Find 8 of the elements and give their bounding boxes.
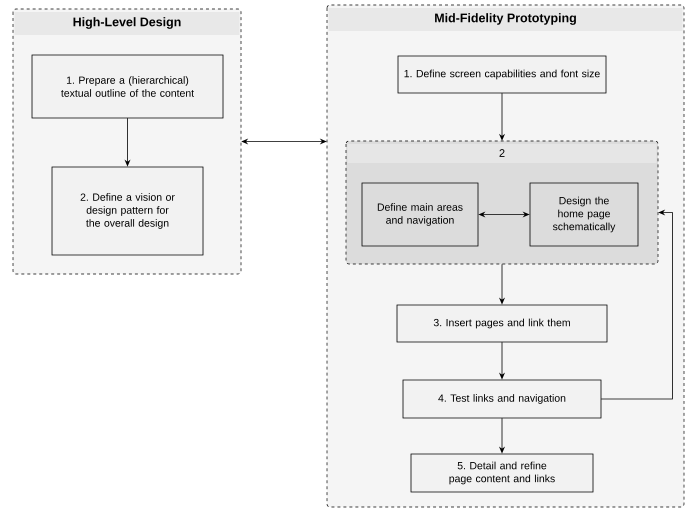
step-box: 4. Test links and navigation — [402, 380, 602, 418]
step-box: Design the home page schematically — [530, 182, 638, 246]
step-box: 5. Detail and refine page content and links — [410, 454, 594, 492]
step-box: 1. Prepare a (hierarchical) textual outline of the content — [32, 54, 224, 118]
step-box: 3. Insert pages and link them — [396, 304, 608, 342]
step-box: 1. Define screen capabilities and font size — [398, 56, 606, 94]
step-box: 2. Define a vision or design pattern for the overall design — [52, 166, 204, 256]
step-box: Define main areas and navigation — [362, 182, 478, 246]
